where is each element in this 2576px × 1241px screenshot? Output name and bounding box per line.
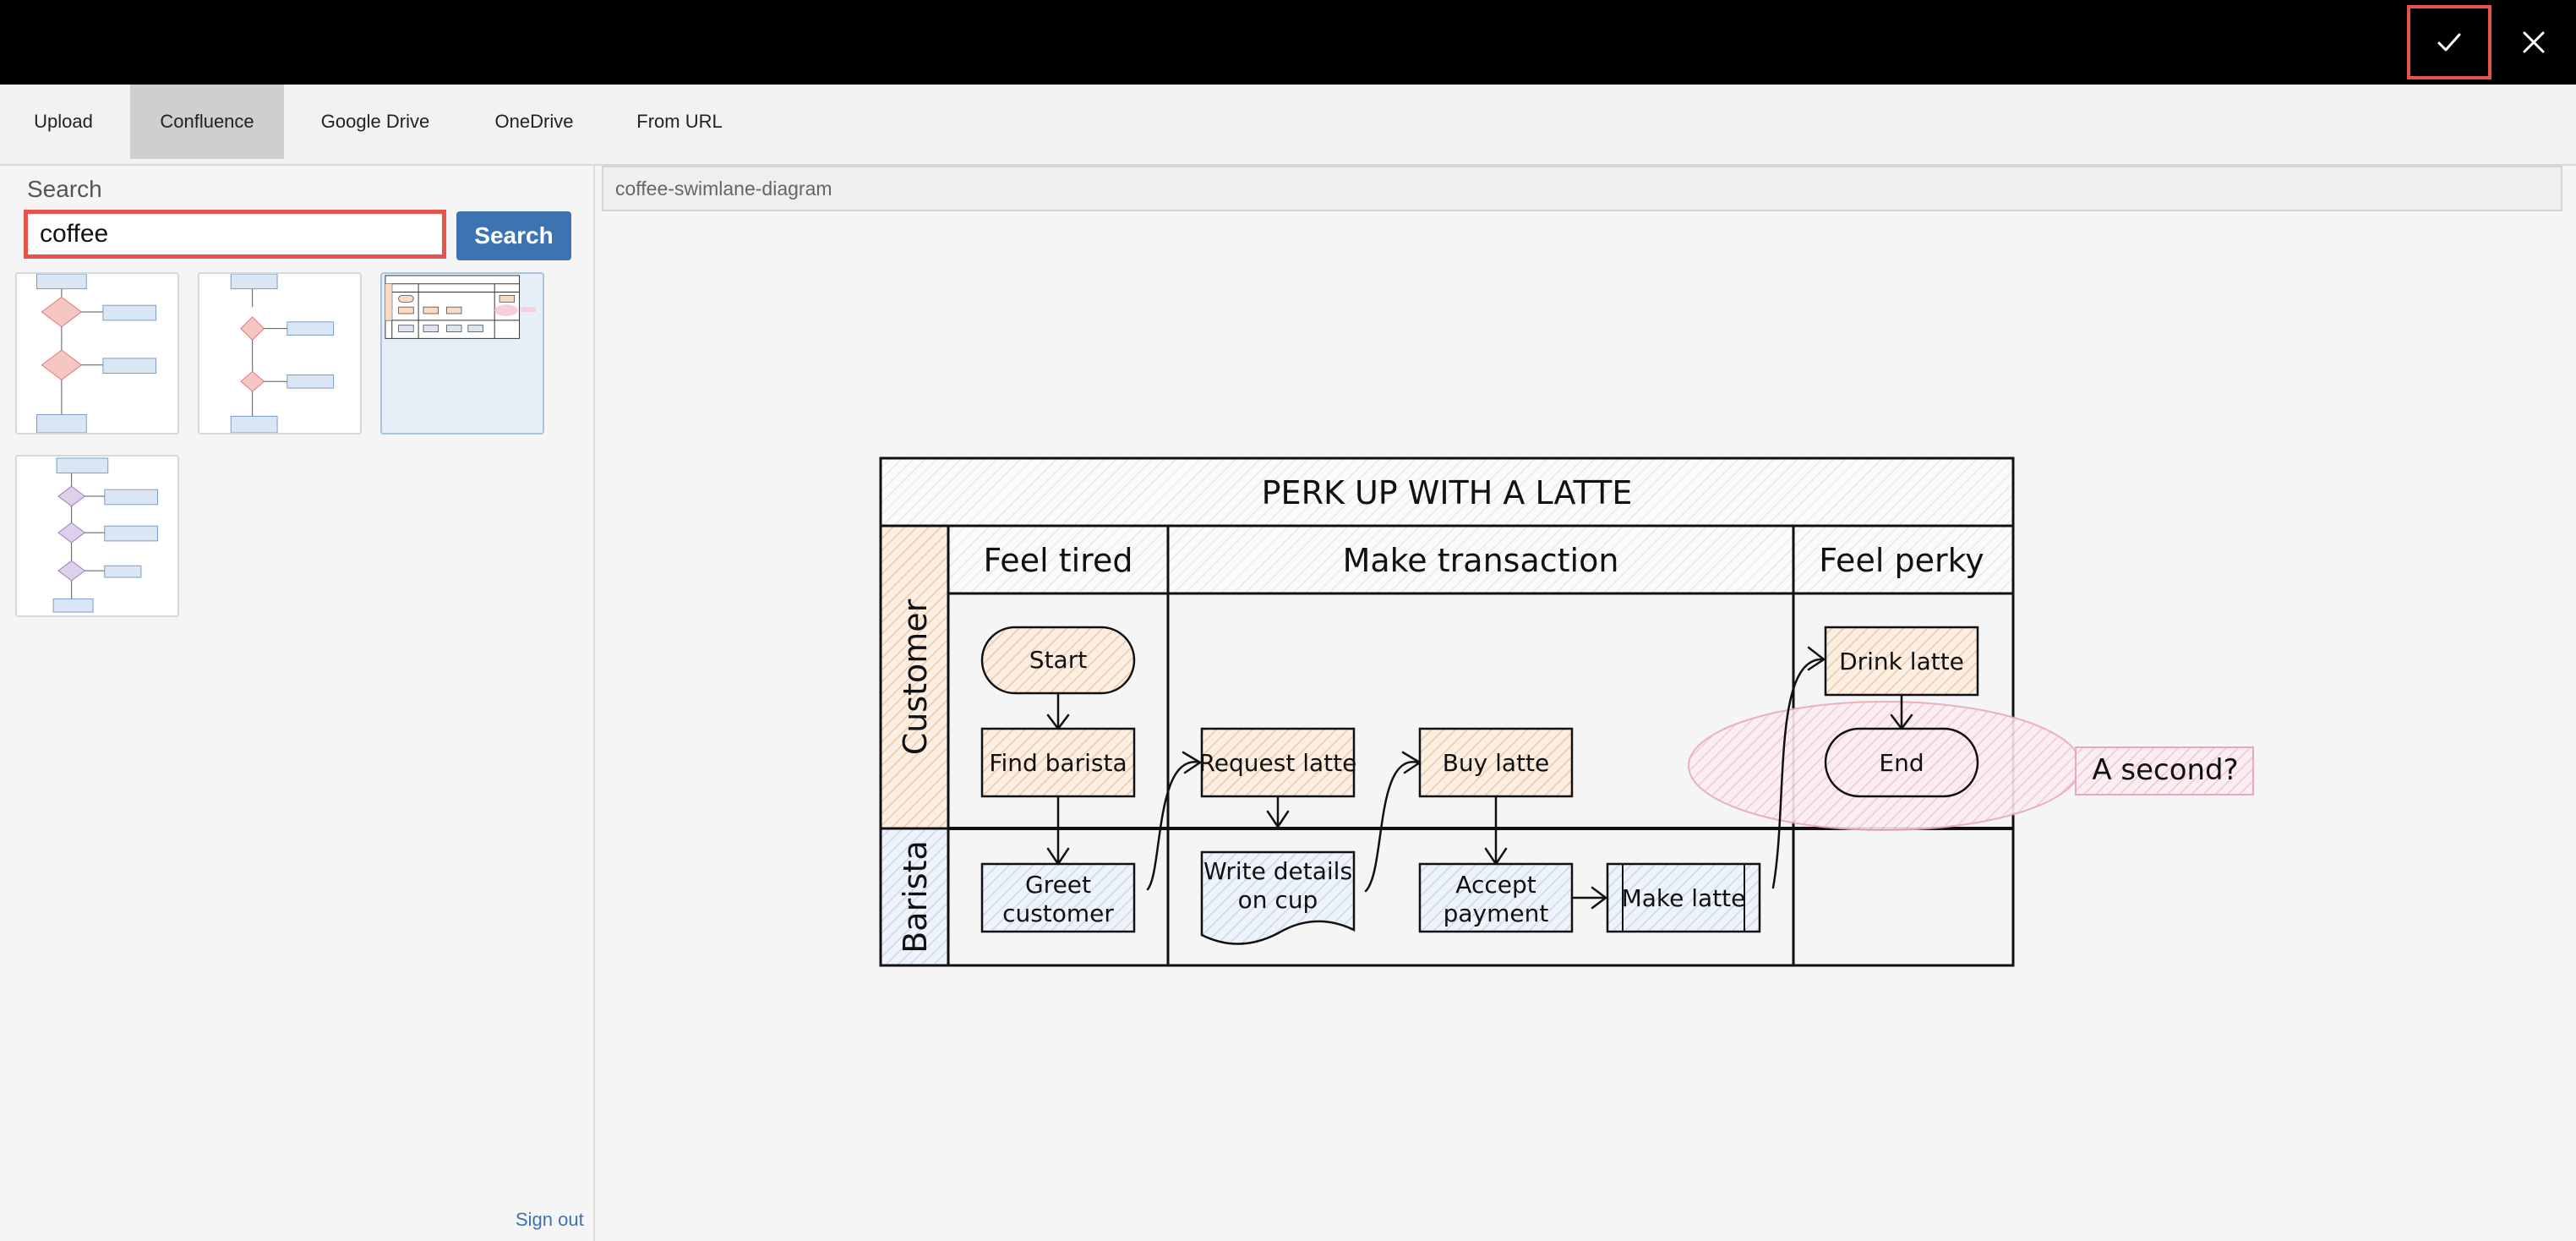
node-find-barista-label: Find barista (989, 749, 1127, 777)
column-label-make-transaction: Make transaction (1343, 542, 1619, 579)
search-button[interactable]: Search (456, 211, 571, 260)
result-thumbnail-4[interactable] (15, 455, 179, 617)
node-start-label: Start (1029, 646, 1087, 674)
tab-confluence[interactable]: Confluence (130, 85, 284, 159)
node-write-details-label-1: Write details (1203, 857, 1352, 885)
result-thumbnail-1[interactable] (15, 272, 179, 435)
node-request-latte (1200, 727, 1356, 798)
column-header-feel-perky (1792, 524, 2015, 595)
column-header-make-transaction (1166, 524, 1795, 595)
diagram-title-box (879, 456, 2015, 528)
lane-customer-header (879, 524, 950, 830)
lane-customer-label: Customer (897, 599, 934, 755)
node-buy-latte (1418, 727, 1574, 798)
node-drink-latte-label: Drink latte (1839, 648, 1964, 675)
top-bar (0, 0, 2576, 85)
column-label-feel-tired: Feel tired (984, 542, 1133, 579)
sign-out-link[interactable]: Sign out (516, 1209, 584, 1230)
close-button[interactable] (2491, 5, 2576, 79)
node-buy-latte-label: Buy latte (1443, 749, 1550, 777)
flowchart-preview-image (52, 457, 158, 613)
flowchart-preview-image (36, 274, 157, 433)
flowchart-preview-image (230, 274, 335, 433)
node-drink-latte (1824, 626, 1979, 697)
lane-barista-header (879, 827, 950, 967)
source-tabs: Upload Confluence Google Drive OneDrive … (0, 85, 2576, 166)
node-request-latte-label: Request latte (1199, 749, 1357, 777)
preview-file-name: coffee-swimlane-diagram (615, 178, 832, 200)
checkmark-icon (2437, 33, 2461, 52)
node-greet-customer (980, 862, 1136, 933)
column-label-feel-perky: Feel perky (1819, 542, 1984, 579)
node-write-details-label-2: on cup (1238, 886, 1318, 914)
close-icon (2523, 31, 2545, 53)
node-greet-customer-label-1: Greet (1025, 871, 1091, 899)
tab-onedrive[interactable]: OneDrive (494, 111, 574, 132)
annotation-text: A second? (2092, 753, 2238, 787)
tab-upload[interactable]: Upload (34, 111, 93, 132)
node-make-latte (1606, 862, 1761, 933)
search-label: Search (27, 176, 102, 202)
node-make-latte-label: Make latte (1622, 884, 1746, 912)
lane-barista-label: Barista (897, 840, 934, 954)
node-accept-payment-label-2: payment (1444, 899, 1549, 927)
node-end-label: End (1879, 749, 1924, 777)
swimlane-preview-image (385, 275, 537, 339)
result-thumbnail-2[interactable] (198, 272, 362, 435)
node-write-details (1200, 850, 1356, 945)
search-input[interactable] (24, 210, 446, 259)
diagram-title: PERK UP WITH A LATTE (1262, 474, 1633, 511)
search-sidebar: Search Search (0, 166, 595, 1241)
tab-from-url[interactable]: From URL (636, 111, 723, 132)
tab-google-drive[interactable]: Google Drive (320, 111, 430, 132)
diagram-connectors (1046, 646, 1913, 910)
preview-header: coffee-swimlane-diagram (602, 166, 2562, 211)
confirm-button[interactable] (2407, 5, 2491, 79)
node-greet-customer-label-2: customer (1002, 899, 1114, 927)
diagram-preview: PERK UP WITH A LATTE Customer Barista Fe… (879, 456, 2254, 967)
annotation-box (2075, 746, 2254, 795)
result-thumbnail-3[interactable] (380, 272, 544, 435)
node-accept-payment-label-1: Accept (1455, 871, 1536, 899)
node-find-barista (980, 727, 1136, 798)
